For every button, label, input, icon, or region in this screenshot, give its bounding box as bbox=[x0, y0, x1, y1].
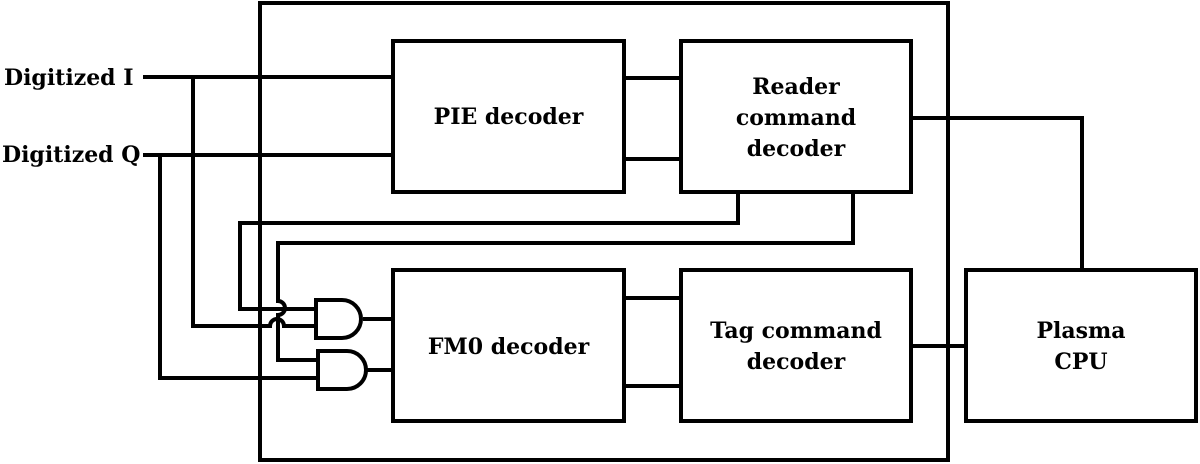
reader-command-decoder-label-line3: decoder bbox=[747, 136, 846, 162]
wire-reader-to-and1 bbox=[238, 190, 740, 311]
wire-reader-to-cpu bbox=[909, 116, 1084, 270]
input-label-digitized-q: Digitized Q bbox=[2, 142, 140, 168]
reader-command-decoder-label-line2: command bbox=[736, 105, 856, 131]
tag-command-decoder-block: Tag command decoder bbox=[679, 268, 913, 423]
and-gate-1 bbox=[314, 298, 363, 340]
wires bbox=[143, 75, 1084, 388]
and-gate-2 bbox=[316, 349, 368, 391]
reader-command-decoder-block: Reader command decoder bbox=[679, 39, 913, 194]
tag-command-decoder-label-line2: decoder bbox=[747, 349, 846, 375]
fm0-decoder-block: FM0 decoder bbox=[391, 268, 626, 423]
fm0-decoder-label: FM0 decoder bbox=[428, 334, 590, 360]
plasma-cpu-label-line1: Plasma bbox=[1036, 318, 1125, 344]
pie-decoder-block: PIE decoder bbox=[391, 39, 626, 194]
wire-reader-to-and2 bbox=[276, 190, 855, 362]
plasma-cpu-block: Plasma CPU bbox=[964, 268, 1198, 423]
input-label-digitized-i: Digitized I bbox=[4, 65, 134, 91]
plasma-cpu-label-line2: CPU bbox=[1054, 349, 1107, 375]
pie-decoder-label: PIE decoder bbox=[434, 104, 584, 130]
tag-command-decoder-label-line1: Tag command bbox=[710, 318, 882, 344]
reader-command-decoder-label-line1: Reader bbox=[752, 74, 840, 100]
system-enclosure bbox=[258, 1, 950, 462]
wire-q-to-and2 bbox=[158, 153, 320, 380]
wire-i-to-and1 bbox=[191, 75, 320, 328]
